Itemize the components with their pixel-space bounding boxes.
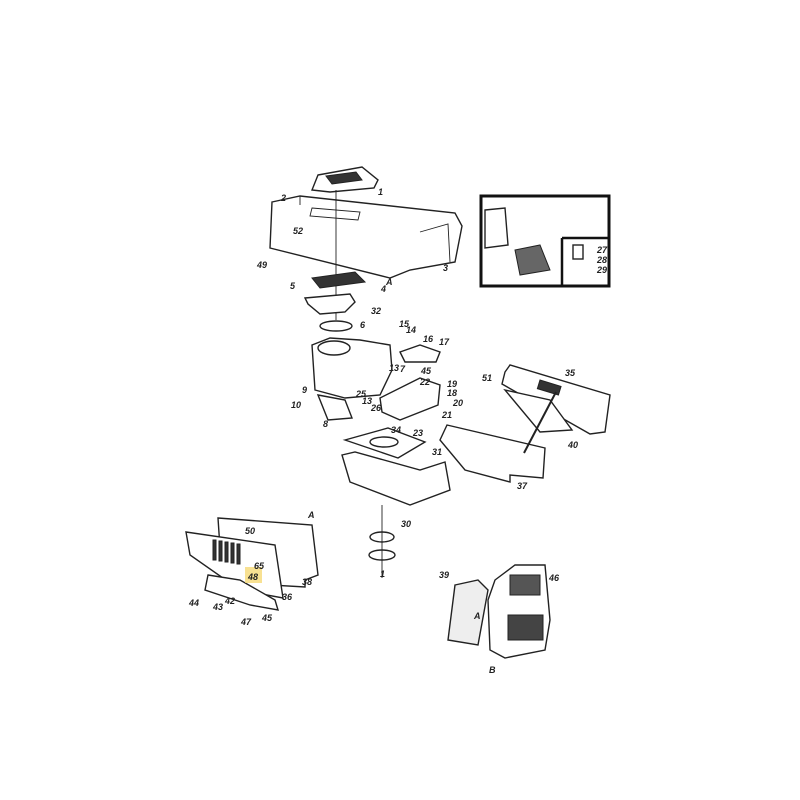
label-1: 1 — [378, 187, 383, 197]
label-30: 30 — [401, 519, 411, 529]
label-31: 31 — [432, 447, 442, 457]
label-48: 48 — [247, 572, 258, 582]
label-19: 19 — [447, 379, 457, 389]
label-2: 2 — [280, 193, 286, 203]
label-39: 39 — [439, 570, 449, 580]
label-43: 43 — [212, 602, 223, 612]
part-dash — [501, 364, 611, 435]
label-49: 49 — [256, 260, 267, 270]
label-A: A — [385, 277, 393, 287]
part-labels: 1 2 52 49 A 4 3 5 32 6 15 14 16 17 13 7 … — [188, 187, 608, 675]
label-17: 17 — [439, 337, 450, 347]
label-A2: A — [307, 510, 315, 520]
label-B: B — [489, 665, 496, 675]
inset-mechanism — [514, 244, 551, 276]
part-seat-window — [509, 574, 541, 596]
label-35: 35 — [565, 368, 576, 378]
label-37: 37 — [517, 481, 528, 491]
label-3: 3 — [443, 263, 448, 273]
label-20: 20 — [452, 398, 463, 408]
label-34: 34 — [391, 425, 401, 435]
label-38: 38 — [302, 577, 312, 587]
label-28: 28 — [596, 255, 607, 265]
label-14: 14 — [406, 325, 416, 335]
part-gauges — [536, 379, 562, 396]
label-7: 7 — [400, 364, 406, 374]
label-42: 42 — [224, 596, 235, 606]
label-26: 26 — [370, 403, 382, 413]
inset-switch — [572, 244, 584, 260]
label-13b: 13 — [362, 396, 372, 406]
label-18: 18 — [447, 388, 457, 398]
part-hood — [269, 195, 463, 279]
label-45: 45 — [420, 366, 432, 376]
label-52: 52 — [293, 226, 303, 236]
part-muffler — [379, 377, 441, 421]
label-10: 10 — [291, 400, 301, 410]
label-47: 47 — [240, 617, 252, 627]
label-13: 13 — [389, 363, 399, 373]
label-27: 27 — [596, 245, 608, 255]
label-36: 36 — [282, 592, 293, 602]
part-ring — [319, 320, 353, 332]
label-21: 21 — [441, 410, 452, 420]
label-4: 4 — [380, 284, 386, 294]
label-50: 50 — [245, 526, 255, 536]
label-23: 23 — [412, 428, 423, 438]
label-45b: 45 — [261, 613, 273, 623]
label-40: 40 — [567, 440, 578, 450]
label-1b: 1 — [380, 569, 385, 579]
part-40 — [503, 388, 574, 433]
part-shield — [399, 344, 441, 363]
label-16: 16 — [423, 334, 434, 344]
label-29: 29 — [596, 265, 607, 275]
part-8 — [316, 394, 353, 421]
part-funnel — [303, 293, 356, 315]
label-6: 6 — [360, 320, 366, 330]
label-15: 15 — [399, 319, 410, 329]
part-side-panel — [439, 424, 546, 483]
label-9: 9 — [302, 385, 307, 395]
label-46: 46 — [548, 573, 560, 583]
highlight-48 — [245, 567, 262, 583]
label-A3: A — [473, 611, 481, 621]
label-25: 25 — [355, 389, 367, 399]
part-seat-vent — [507, 614, 544, 641]
label-5: 5 — [290, 281, 296, 291]
part-seat-panel — [447, 579, 489, 646]
label-32: 32 — [371, 306, 381, 316]
inset-tank — [484, 207, 509, 249]
label-44: 44 — [188, 598, 199, 608]
label-51: 51 — [482, 373, 492, 383]
label-8: 8 — [323, 419, 328, 429]
label-22: 22 — [419, 377, 430, 387]
part-cap-grille — [325, 171, 363, 185]
part-screen — [311, 271, 367, 289]
part-grille-slots — [212, 539, 241, 565]
part-lower-bracket — [204, 574, 279, 611]
label-65: 65 — [254, 561, 265, 571]
part-frame — [341, 451, 451, 506]
